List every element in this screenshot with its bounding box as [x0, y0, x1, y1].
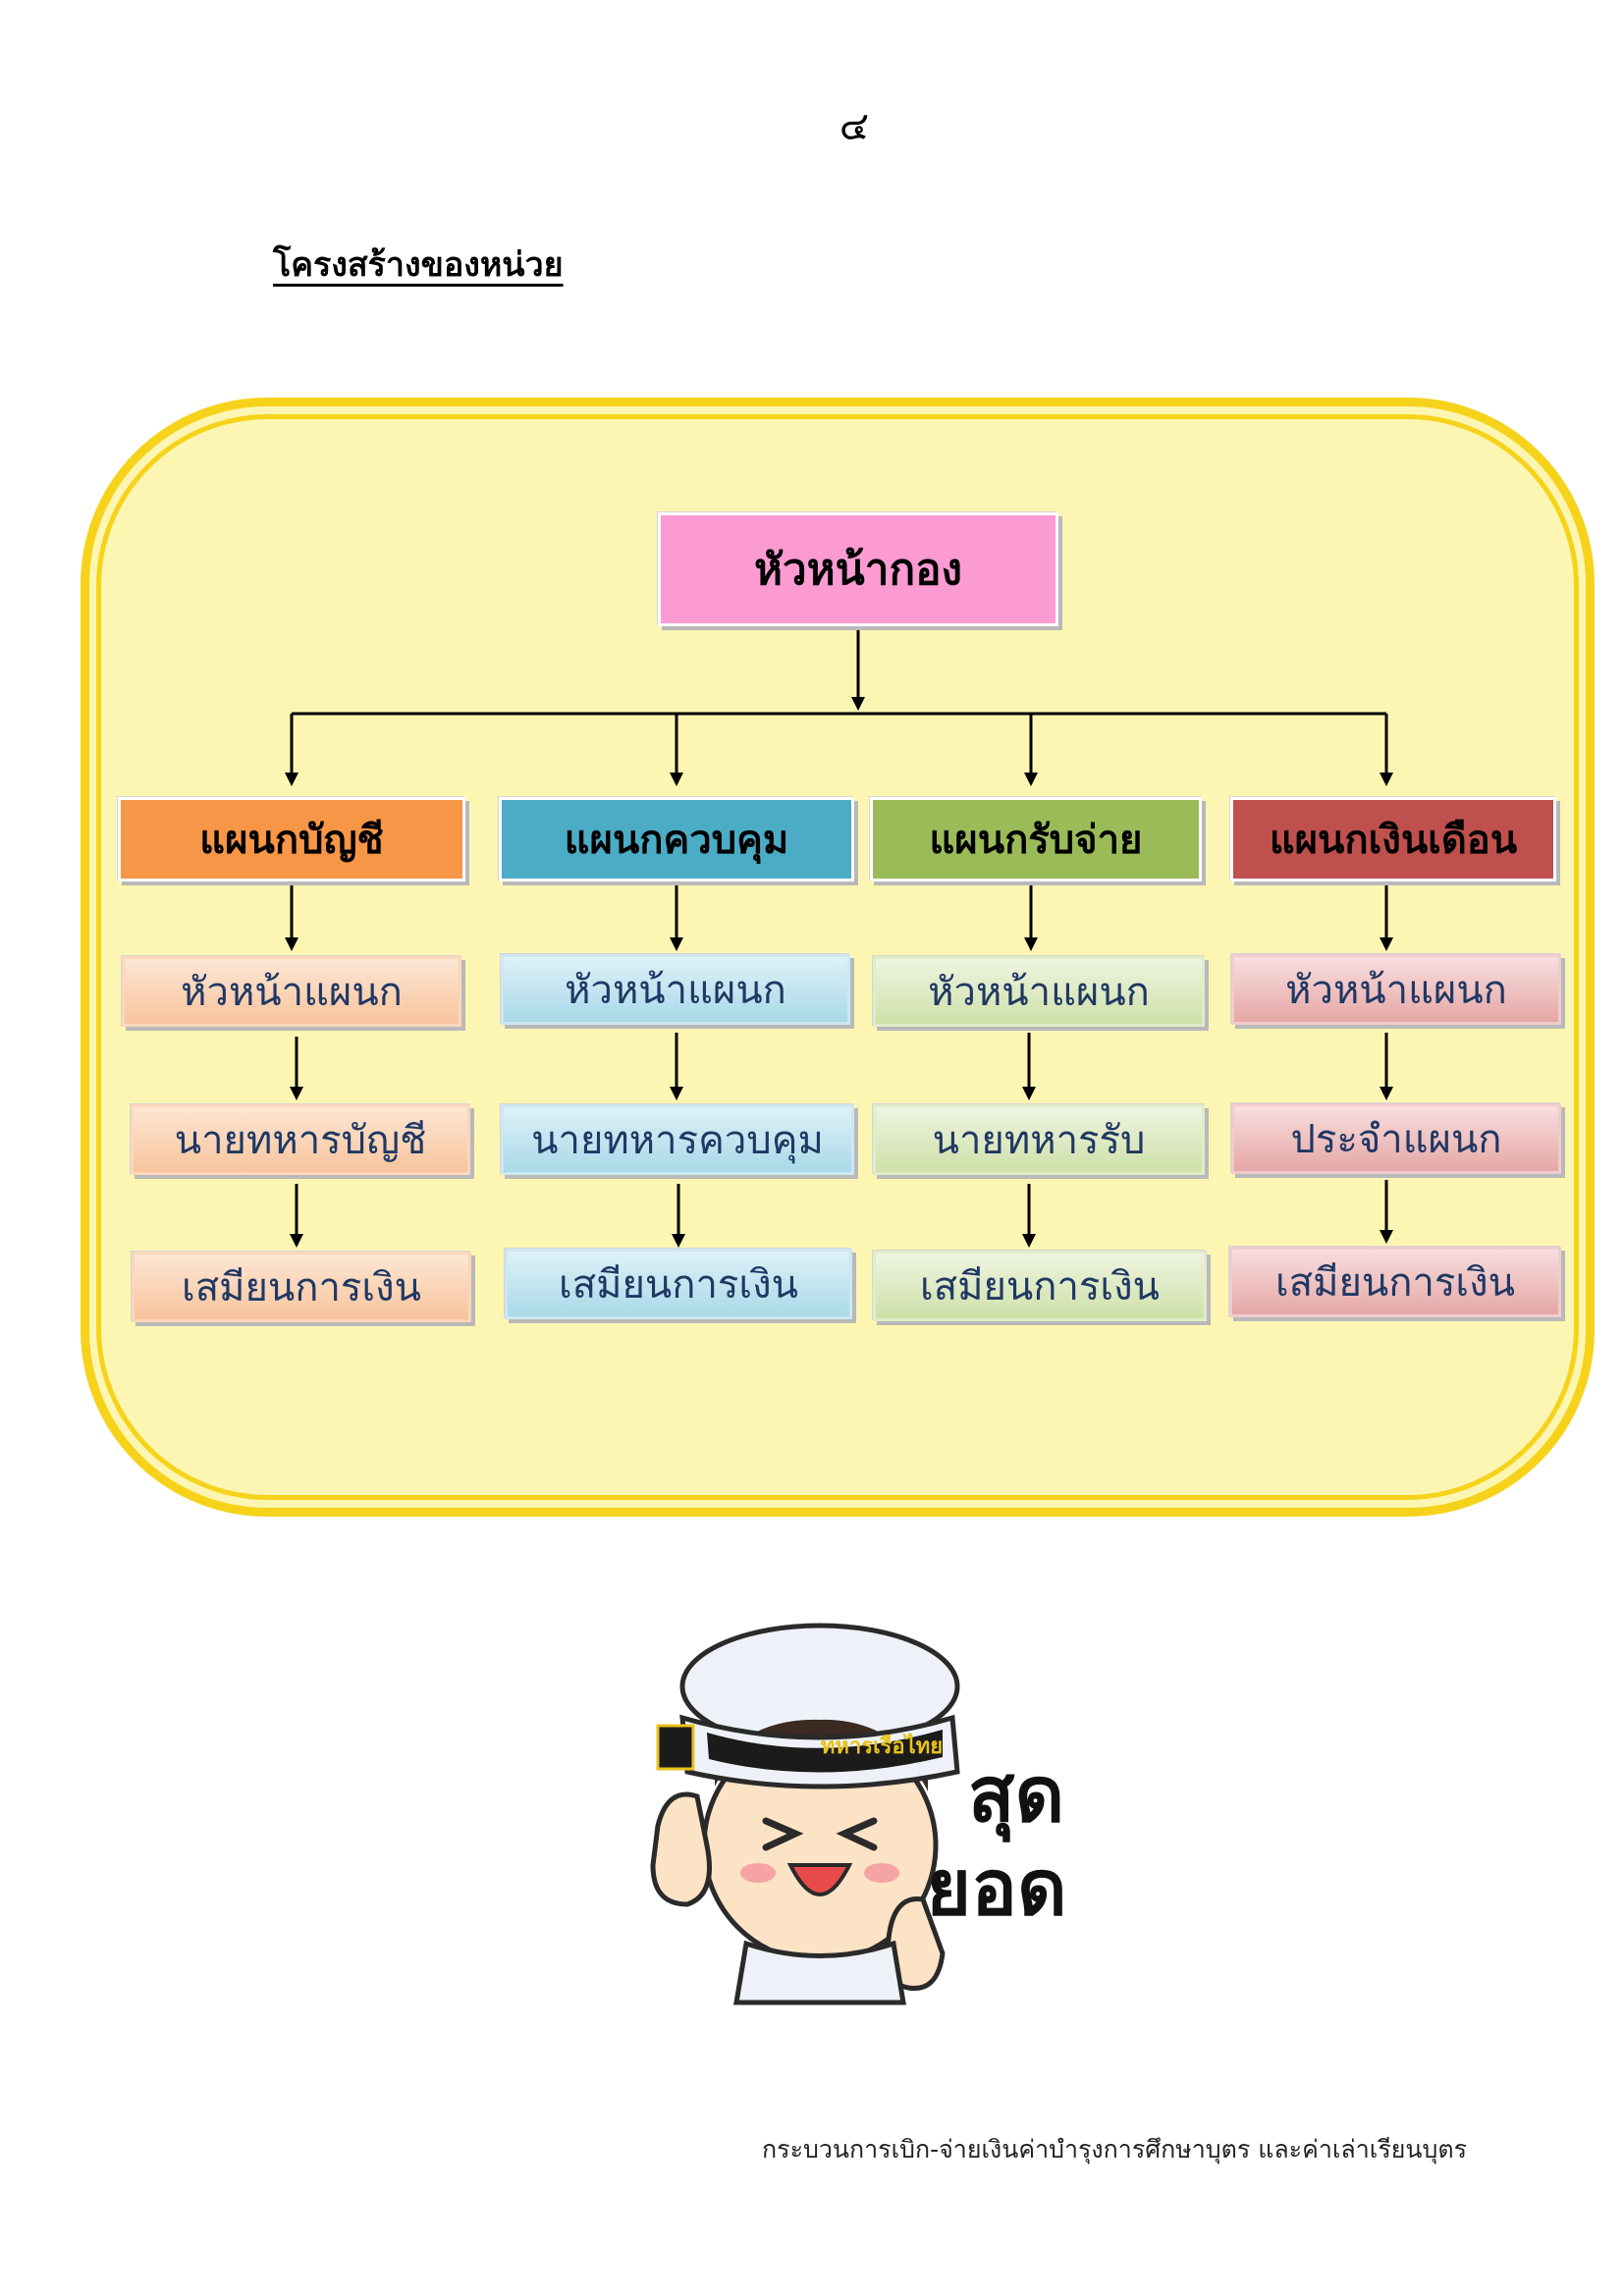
navy-sailor-mascot-sticker: ทหารเรือไทย สุด ยอด: [650, 1623, 1067, 2005]
section-title: โครงสร้างของหน่วย: [273, 245, 564, 285]
dept-accounting-role-clerk: เสมียนการเงิน: [132, 1252, 471, 1322]
cap-band-text: ทหารเรือไทย: [821, 1733, 943, 1759]
mascot-blush-right: [864, 1863, 899, 1883]
dept-accounting-role-head: หัวหน้าแผนก: [122, 956, 461, 1027]
dept-disbursement-box: แผนกรับจ่าย: [870, 797, 1202, 881]
org-chart-connectors: [285, 628, 1393, 1248]
mascot-caption-line1: สุด: [968, 1751, 1064, 1842]
page-number: ๔: [839, 104, 870, 149]
mascot-mouth: [786, 1863, 853, 1896]
mascot-eye-right: [836, 1817, 878, 1851]
org-chart-frame-inner: [96, 414, 1579, 1500]
mascot-thumb-left: [650, 1791, 712, 1907]
dept-control-role-officer: นายทหารควบคุม: [501, 1104, 854, 1175]
dept-payroll-role-clerk: เสมียนการเงิน: [1229, 1247, 1561, 1317]
dept-accounting-box: แผนกบัญชี: [118, 797, 465, 881]
cap-ribbon-tab: [656, 1724, 695, 1771]
dept-disbursement-role-clerk: เสมียนการเงิน: [873, 1251, 1207, 1321]
dept-control-box: แผนกควบคุม: [499, 797, 854, 881]
dept-payroll-box: แผนกเงินเดือน: [1230, 797, 1556, 881]
dept-control-role-head: หัวหน้าแผนก: [501, 954, 850, 1025]
mascot-eye-left: [762, 1817, 804, 1851]
dept-payroll-role-officer: ประจำแผนก: [1231, 1103, 1561, 1174]
mascot-blush-left: [740, 1863, 776, 1883]
footer-text: กระบวนการเบิก-จ่ายเงินค่าบำรุงการศึกษาบุ…: [762, 2135, 1468, 2163]
mascot-caption-line2: ยอด: [926, 1844, 1066, 1933]
dept-payroll-role-head: หัวหน้าแผนก: [1231, 954, 1561, 1025]
head-box: หัวหน้ากอง: [658, 512, 1058, 626]
dept-disbursement-role-officer: นายทหารรับ: [873, 1104, 1205, 1175]
mascot-uniform: [733, 1940, 906, 2005]
cap-black-ribbon: [707, 1730, 943, 1773]
dept-control-role-clerk: เสมียนการเงิน: [505, 1249, 852, 1319]
dept-disbursement-role-head: หัวหน้าแผนก: [873, 956, 1205, 1027]
dept-accounting-role-officer: นายทหารบัญชี: [131, 1104, 470, 1175]
